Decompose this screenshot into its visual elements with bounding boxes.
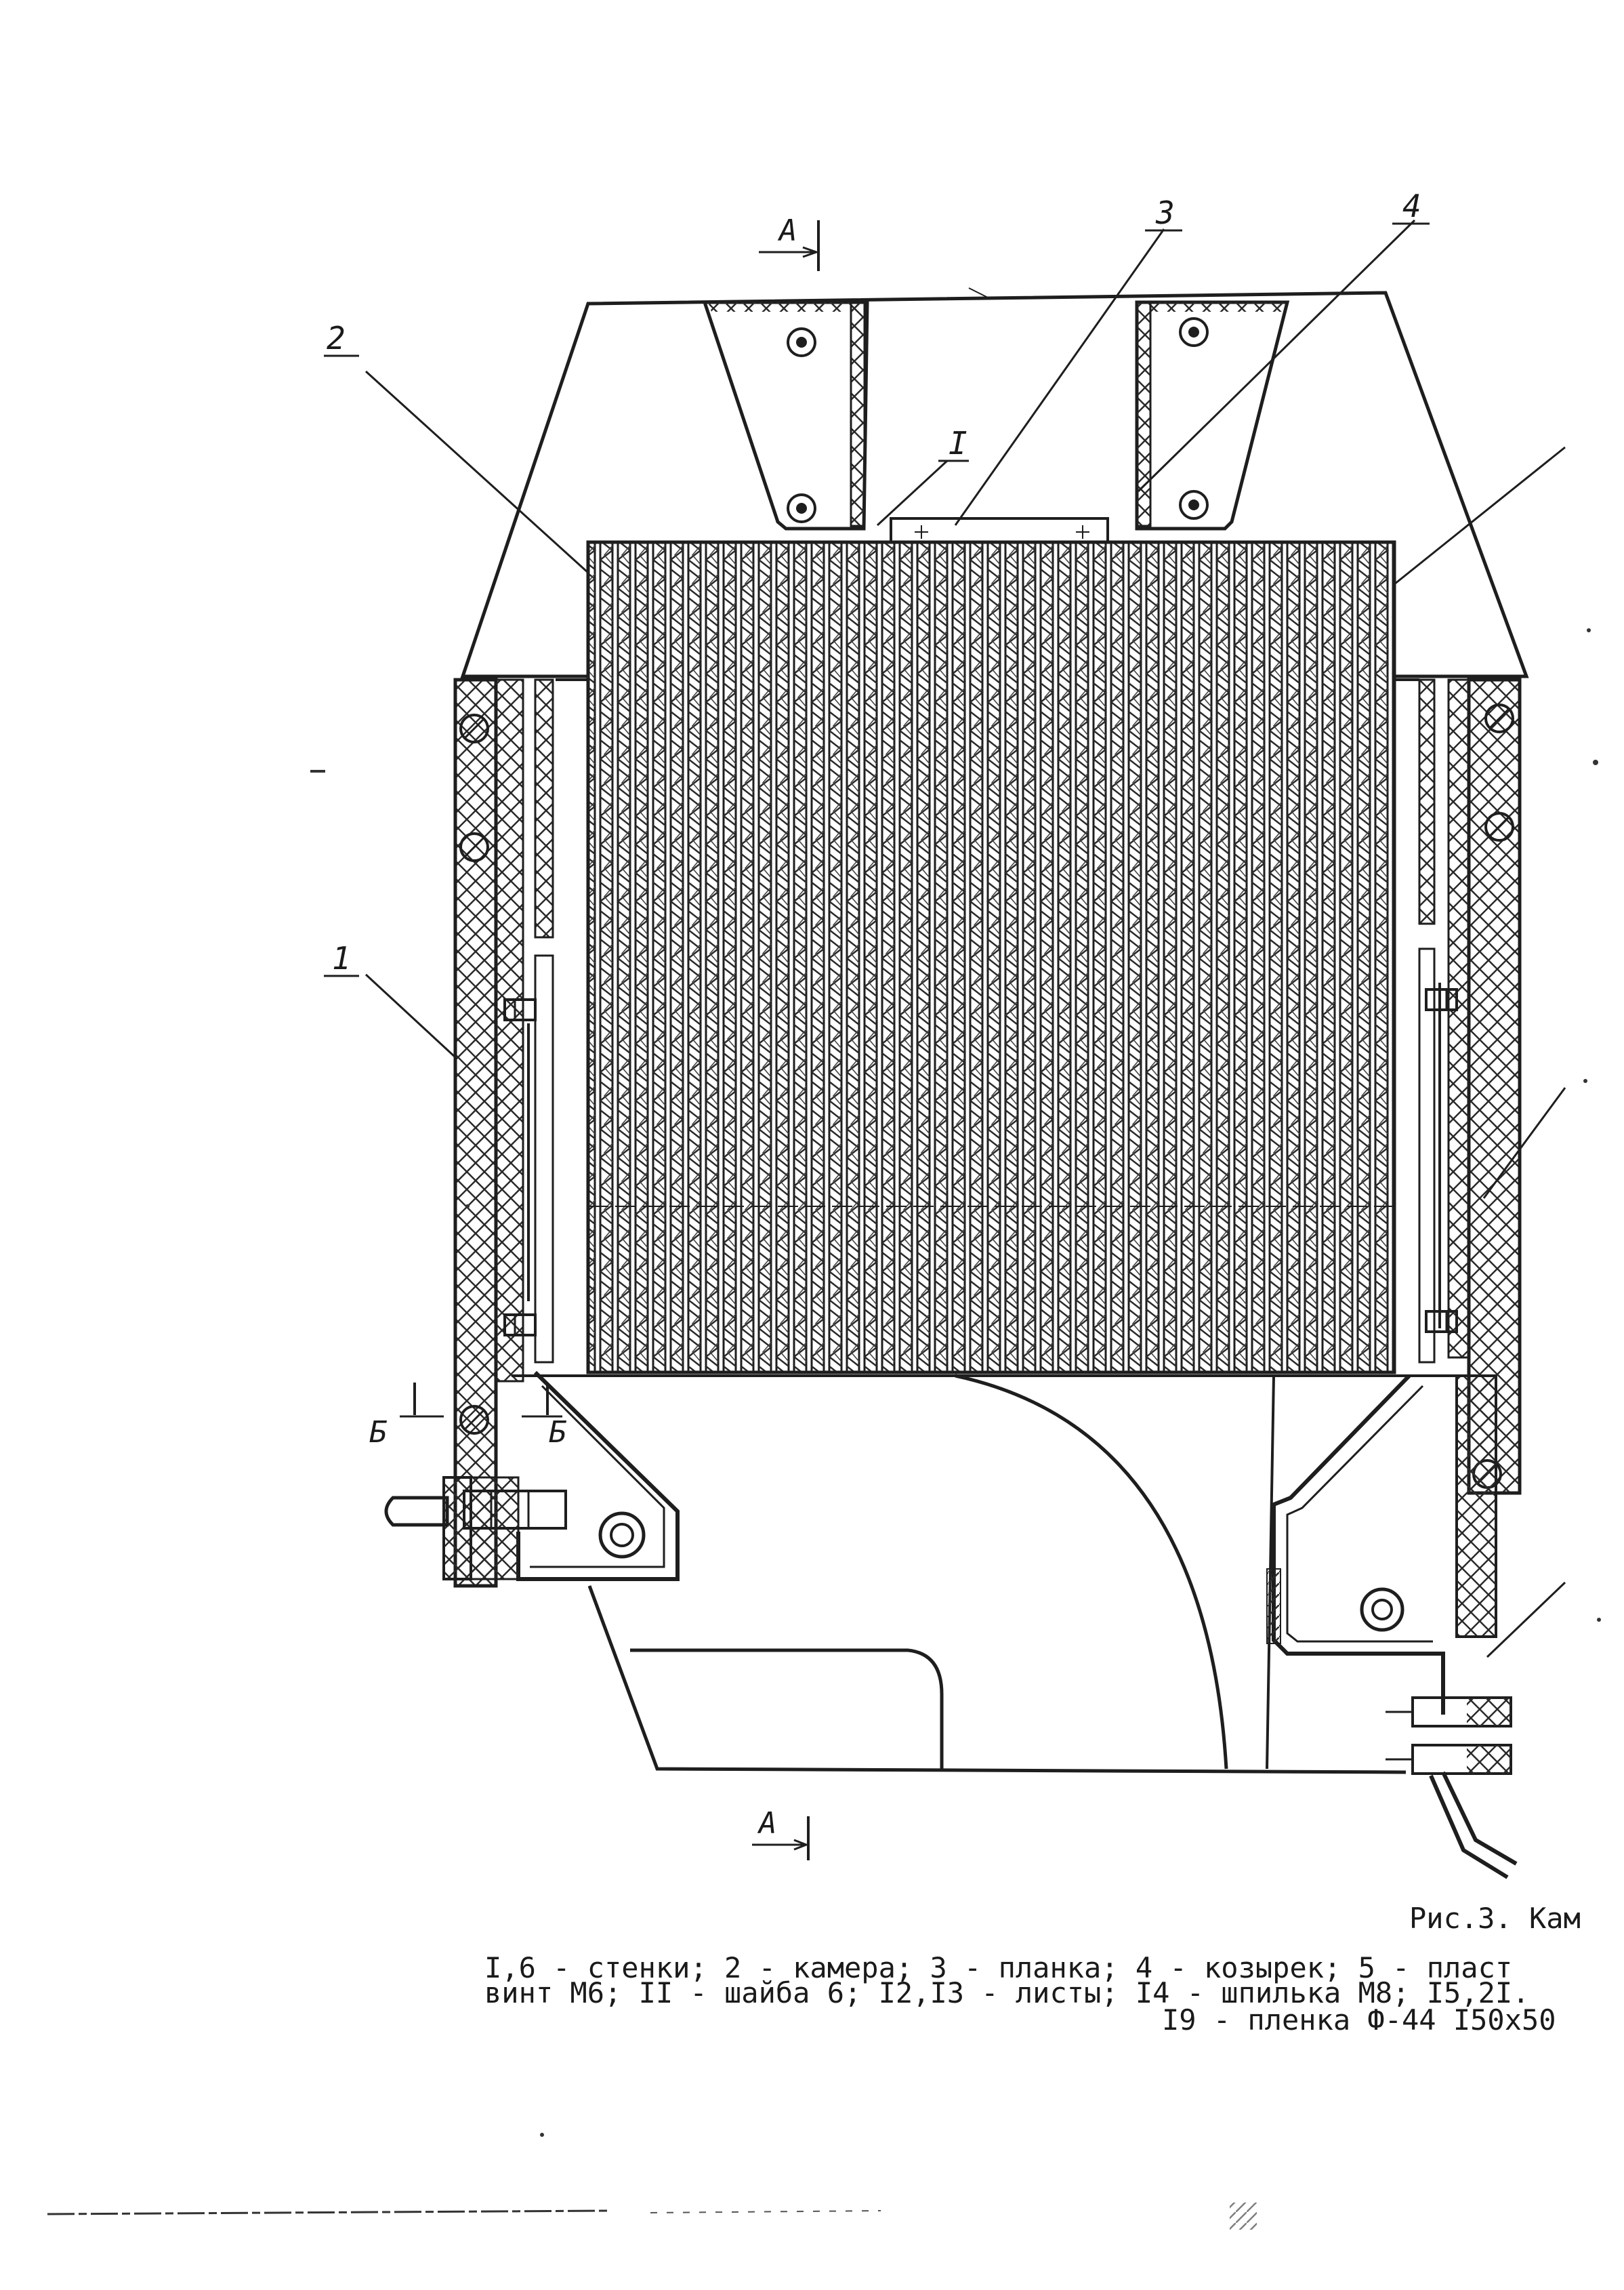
caption-line-2: винт М6; II - шайба 6; I2,I3 - листы; I4… bbox=[484, 1976, 1529, 2009]
caption-line-1: I,6 - стенки; 2 - камера; 3 - планка; 4 … bbox=[484, 1951, 1512, 1984]
figure-caption: Рис.3. Кам I,6 - стенки; 2 - камера; 3 -… bbox=[484, 1902, 1581, 2037]
callouts: 2 3 4 I 1 bbox=[324, 188, 1430, 977]
chamber bbox=[586, 540, 1396, 1374]
scan-artifacts bbox=[47, 628, 1601, 2230]
visor-bolts bbox=[787, 317, 1209, 523]
section-a-top: А bbox=[777, 213, 797, 248]
callout-4: 4 bbox=[1402, 188, 1421, 224]
lower-housing bbox=[384, 1370, 1518, 1879]
wall-right bbox=[1394, 678, 1522, 1638]
hood bbox=[460, 287, 1529, 678]
caption-line-3: I9 - пленка Ф-44 I50х50 bbox=[1162, 2003, 1556, 2037]
wall-left bbox=[453, 678, 588, 1588]
section-b-right: Б bbox=[549, 1415, 567, 1450]
caption-title: Рис.3. Кам bbox=[1409, 1902, 1581, 1935]
callout-2: 2 bbox=[327, 320, 346, 356]
leader-lines bbox=[365, 219, 1566, 1658]
visor-left bbox=[702, 300, 869, 531]
callout-1: 1 bbox=[332, 940, 351, 977]
callout-3: 3 bbox=[1155, 195, 1175, 231]
section-markers: А А Б Б bbox=[369, 213, 820, 1860]
callout-I: I bbox=[949, 425, 967, 462]
visor-right bbox=[1135, 300, 1290, 531]
section-a-bottom: А bbox=[757, 1806, 777, 1841]
section-b-left: Б bbox=[369, 1415, 388, 1450]
